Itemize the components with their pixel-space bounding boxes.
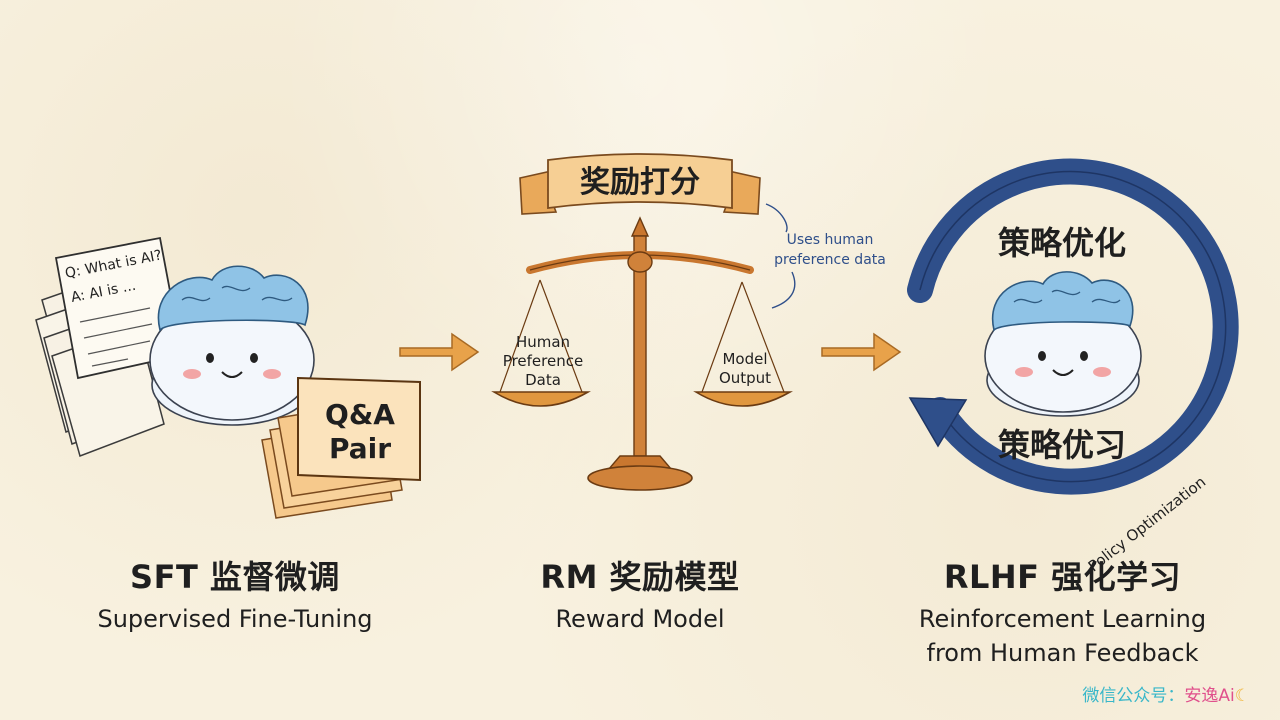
preference-note-line1: Uses human — [787, 232, 874, 248]
reward-banner: 奖励打分 — [519, 153, 761, 215]
preference-note: Uses human preference data — [765, 203, 886, 309]
left-pan-label-line1: Human — [516, 333, 570, 351]
brain-mascot-sft — [149, 265, 315, 426]
watermark: 微信公众号：安逸Ai☾ — [1082, 681, 1250, 706]
left-pan-label-line3: Data — [525, 371, 561, 389]
rlhf-bottom-label: 策略优习 — [998, 426, 1126, 464]
balance-scale — [491, 216, 793, 491]
moon-icon: ☾ — [1234, 686, 1250, 706]
watermark-prefix: 微信公众号： — [1082, 686, 1185, 706]
right-pan-label-line2: Output — [719, 369, 771, 387]
left-pan-label-line2: Preference — [503, 352, 583, 370]
preference-note-line2: preference data — [774, 252, 886, 268]
rlhf-illustration: 策略优化 策略优习 Policy Optimization — [907, 158, 1239, 575]
rm-title: RM 奖励模型 — [540, 558, 740, 596]
qa-card-stack: Q&A Pair — [261, 376, 421, 519]
rlhf-top-label: 策略优化 — [998, 224, 1126, 262]
sft-caption: SFT 监督微调 Supervised Fine-Tuning — [60, 552, 410, 636]
qa-document: Q: What is AI? A: AI is ... — [54, 236, 184, 380]
sft-subtitle: Supervised Fine-Tuning — [97, 605, 373, 633]
qa-card-line1: Q&A — [325, 398, 395, 431]
doc-scribble-lines — [79, 307, 153, 367]
brain-mascot-rlhf — [984, 271, 1142, 417]
sft-title: SFT 监督微调 — [130, 558, 340, 596]
loop-arrowhead — [908, 397, 968, 448]
sft-illustration: Q: What is AI? A: AI is ... — [35, 236, 421, 519]
rlhf-subtitle-line1: Reinforcement Learning — [918, 605, 1207, 633]
reward-banner-text: 奖励打分 — [580, 165, 700, 200]
rlhf-subtitle-line2: from Human Feedback — [926, 639, 1199, 667]
qa-card-line2: Pair — [329, 432, 391, 465]
watermark-brand: 安逸Ai — [1184, 686, 1235, 706]
rlhf-title: RLHF 强化学习 — [943, 558, 1182, 596]
rlhf-caption: RLHF 强化学习 Reinforcement Learning from Hu… — [885, 552, 1240, 670]
arrow-rm-to-rlhf — [821, 332, 902, 372]
rm-subtitle: Reward Model — [555, 605, 725, 633]
rm-caption: RM 奖励模型 Reward Model — [470, 552, 810, 636]
right-pan-label-line1: Model — [722, 350, 767, 368]
rm-illustration: 奖励打分 Human Preference Data — [491, 153, 886, 491]
arrow-sft-to-rm — [399, 332, 480, 372]
